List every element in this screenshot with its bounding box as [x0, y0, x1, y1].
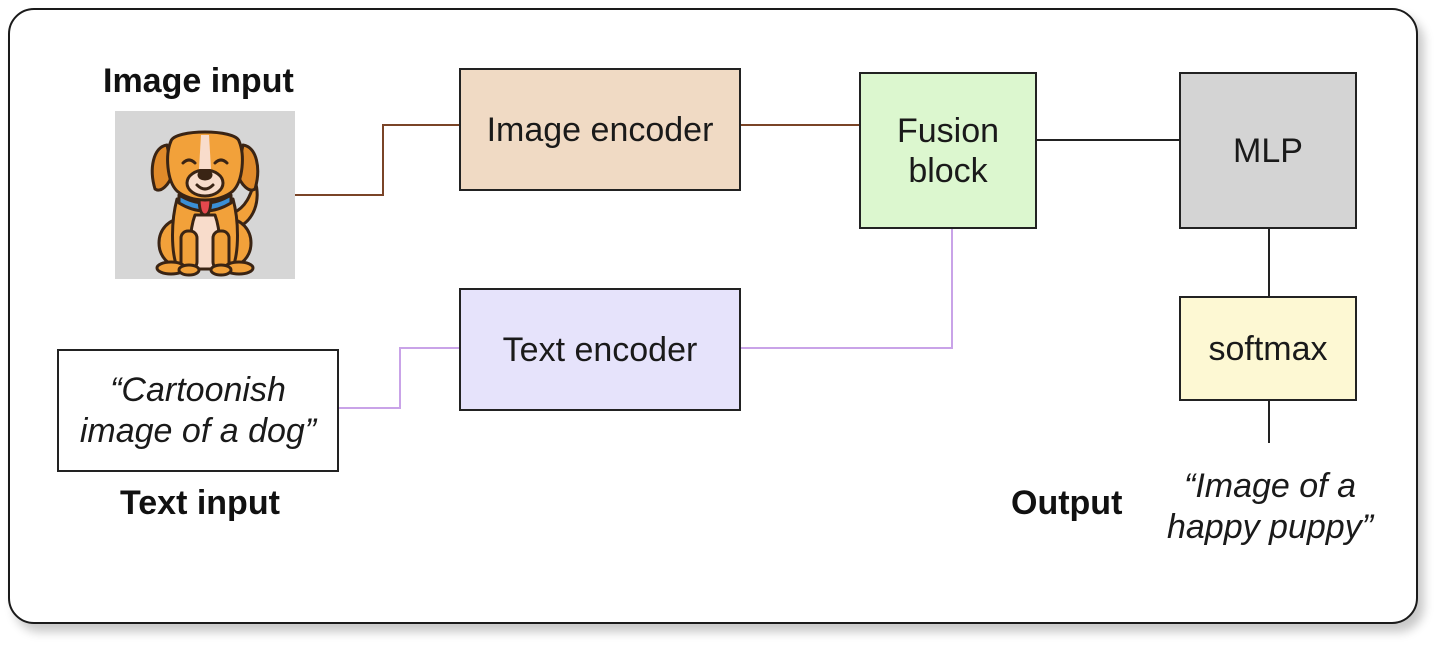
softmax-block: softmax	[1179, 296, 1357, 401]
fusion-label-line2: block	[908, 151, 988, 190]
text-encoder-label: Text encoder	[502, 330, 698, 369]
text-input-label: Text input	[120, 484, 280, 522]
mlp-block: MLP	[1179, 72, 1357, 229]
text-input-quote-line2: image of a dog”	[79, 411, 317, 450]
text-input-to-encoder-connector	[338, 347, 459, 409]
image-input-thumbnail	[115, 111, 295, 279]
image-input-label: Image input	[103, 62, 294, 100]
image-encoder-label: Image encoder	[486, 110, 714, 149]
mlp-label: MLP	[1233, 131, 1303, 170]
output-quote-line2: happy puppy”	[1166, 508, 1374, 546]
text-encoder-block: Text encoder	[459, 288, 741, 411]
image-input-to-encoder-connector	[295, 124, 459, 196]
text-encoder-to-fusion-connector	[740, 228, 953, 349]
fusion-label-line1: Fusion	[896, 111, 1000, 150]
fusion-block: Fusion block	[859, 72, 1037, 229]
cartoon-dog-icon	[150, 130, 260, 277]
image-encoder-block: Image encoder	[459, 68, 741, 191]
output-quote: “Image of a happy puppy”	[1140, 466, 1400, 548]
softmax-label: softmax	[1208, 329, 1328, 368]
output-label: Output	[1011, 484, 1123, 522]
text-input-box: “Cartoonish image of a dog”	[57, 349, 339, 472]
text-input-quote-line1: “Cartoonish	[110, 370, 286, 409]
output-quote-line1: “Image of a	[1184, 467, 1356, 505]
